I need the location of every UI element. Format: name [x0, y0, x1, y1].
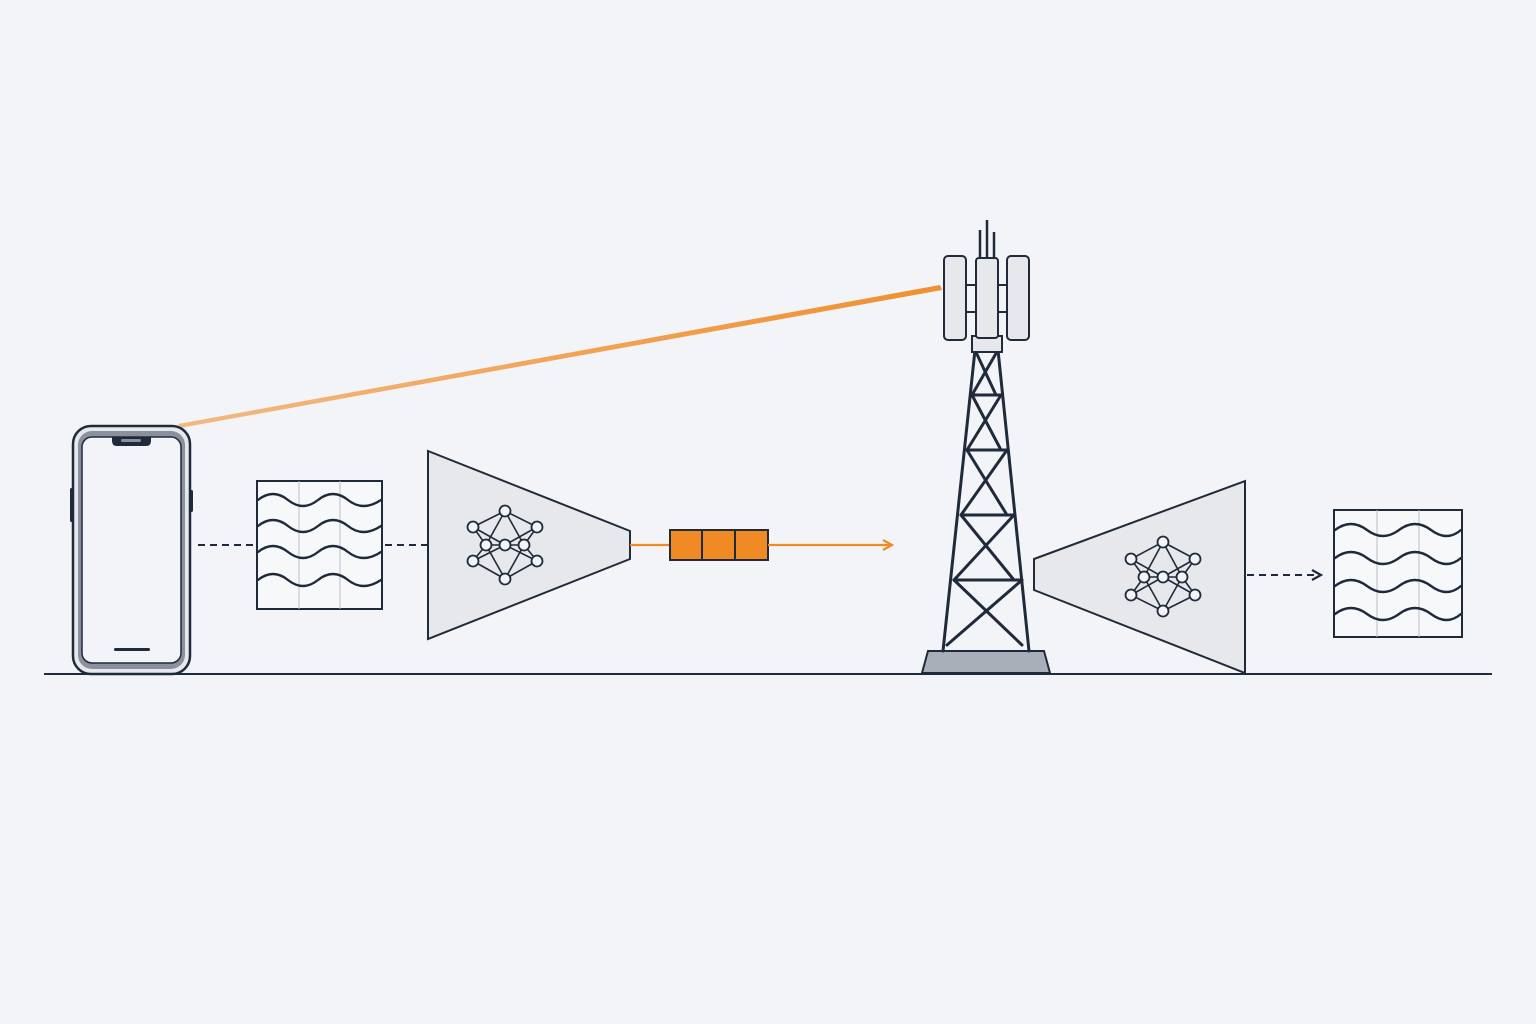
reconstructed-channel-icon	[1333, 509, 1463, 638]
radio-beam	[178, 285, 942, 428]
neural-decoder-icon	[1033, 479, 1246, 675]
compressed-codeword-icon	[669, 529, 769, 561]
neural-encoder-icon	[427, 449, 631, 641]
cell-tower-icon	[920, 220, 1052, 674]
channel-matrix-icon	[256, 480, 383, 610]
smartphone-icon	[70, 424, 193, 676]
